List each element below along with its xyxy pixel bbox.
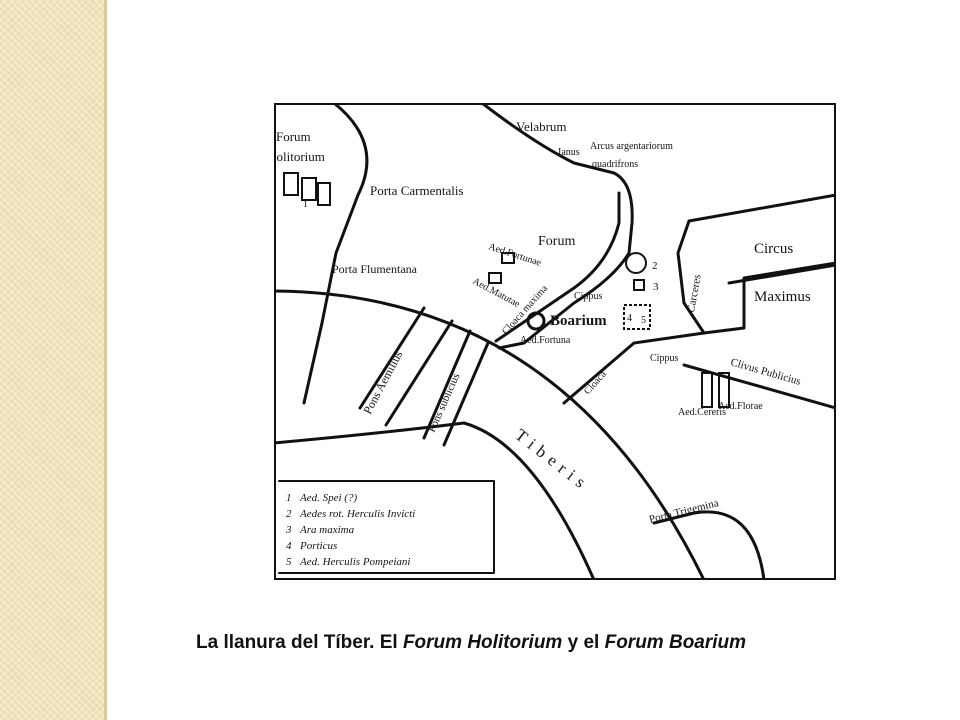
caption-part-1: La llanura del Tíber. El bbox=[196, 632, 403, 653]
label-marker-2: 2 bbox=[652, 260, 658, 272]
porticus-marker bbox=[623, 304, 651, 330]
circus-north-side bbox=[687, 193, 836, 223]
pons-aemilius-right bbox=[384, 319, 454, 427]
label-boarium: Boarium bbox=[550, 313, 607, 329]
label-aed-fortuna: Aed.Fortuna bbox=[520, 335, 571, 346]
boarium-center-marker bbox=[526, 311, 546, 331]
tiber-plain-map: Forum holitorium Porta Carmentalis Porta… bbox=[274, 103, 836, 580]
label-forum: Forum bbox=[538, 234, 575, 249]
legend-text-4: Porticus bbox=[299, 540, 337, 552]
legend-text-3: Ara maxima bbox=[299, 524, 355, 536]
label-maximus: Maximus bbox=[754, 289, 811, 305]
aed-spei-temple-3 bbox=[317, 182, 331, 206]
pons-aemilius-left bbox=[358, 306, 426, 410]
label-marker-1: 1 bbox=[303, 199, 308, 210]
label-aed-cereris: Aed.Cereris bbox=[678, 407, 726, 418]
label-cippus-2: Cippus bbox=[650, 353, 678, 364]
legend-text-1: Aed. Spei (?) bbox=[299, 492, 357, 504]
caption-forum-holitorium: Forum Holitorium bbox=[402, 632, 563, 653]
caption-part-3: y el bbox=[562, 632, 605, 653]
label-arcus-argentariorum: Arcus argentariorum bbox=[590, 141, 673, 152]
circus-spina bbox=[727, 263, 836, 285]
label-velabrum: Velabrum bbox=[516, 119, 567, 134]
circus-carceres bbox=[676, 219, 706, 335]
legend-num-4: 4 bbox=[286, 540, 292, 552]
cloaca-line bbox=[562, 331, 706, 405]
label-forum-holitorium: Forum bbox=[276, 129, 311, 144]
aed-fortunae-marker bbox=[501, 252, 515, 264]
legend-num-5: 5 bbox=[286, 556, 292, 568]
legend-border bbox=[278, 480, 495, 574]
map-caption: La llanura del Tíber. El Forum Holitoriu… bbox=[196, 632, 896, 654]
label-ianus: Ianus bbox=[558, 147, 580, 158]
label-aed-florae: Aed.Florae bbox=[718, 401, 763, 412]
city-wall bbox=[302, 193, 360, 405]
map-image: Forum holitorium Porta Carmentalis Porta… bbox=[274, 103, 836, 580]
cloaca-maxima-line bbox=[494, 191, 621, 343]
hercules-round-temple bbox=[625, 252, 647, 274]
aed-spei-temple-1 bbox=[283, 172, 299, 196]
caption-forum-boarium: Forum Boarium bbox=[604, 632, 747, 653]
label-porta-flumentana: Porta Flumentana bbox=[332, 262, 418, 276]
label-marker-3: 3 bbox=[653, 281, 659, 293]
pons-sublicius-right bbox=[442, 341, 490, 447]
capitol-curve bbox=[332, 103, 369, 197]
tiber-outer-bank bbox=[274, 289, 706, 580]
aed-spei-temple-2 bbox=[301, 177, 317, 201]
legend-num-3: 3 bbox=[285, 524, 292, 536]
aventine-curve bbox=[692, 510, 766, 580]
legend-text-2: Aedes rot. Herculis Invicti bbox=[299, 508, 415, 520]
label-cippus-1: Cippus bbox=[574, 291, 602, 302]
aed-matutae-marker bbox=[488, 272, 502, 284]
legend-text-5: Aed. Herculis Pompeiani bbox=[299, 556, 410, 568]
label-porta-carmentalis: Porta Carmentalis bbox=[370, 183, 464, 198]
label-circus: Circus bbox=[754, 241, 793, 257]
vicus-tuscus-road bbox=[480, 103, 634, 350]
label-marker-4: 4 bbox=[627, 313, 632, 324]
aed-cereris-marker bbox=[701, 372, 713, 408]
map-border bbox=[274, 103, 836, 580]
decorative-side-strip bbox=[0, 0, 104, 720]
aed-florae-marker bbox=[718, 372, 730, 408]
circus-south-side bbox=[702, 261, 836, 335]
porta-trigemina-wall bbox=[652, 511, 696, 525]
label-holitorium: holitorium bbox=[274, 149, 325, 164]
legend-num-2: 2 bbox=[286, 508, 292, 520]
side-strip-edge bbox=[104, 0, 107, 720]
label-marker-5: 5 bbox=[641, 315, 646, 326]
ara-maxima-marker bbox=[633, 279, 645, 291]
tiber-inner-bank bbox=[274, 421, 596, 580]
label-quadrifrons: quadrifrons bbox=[592, 159, 638, 170]
legend-num-1: 1 bbox=[286, 492, 292, 504]
pons-sublicius-left bbox=[422, 329, 472, 440]
